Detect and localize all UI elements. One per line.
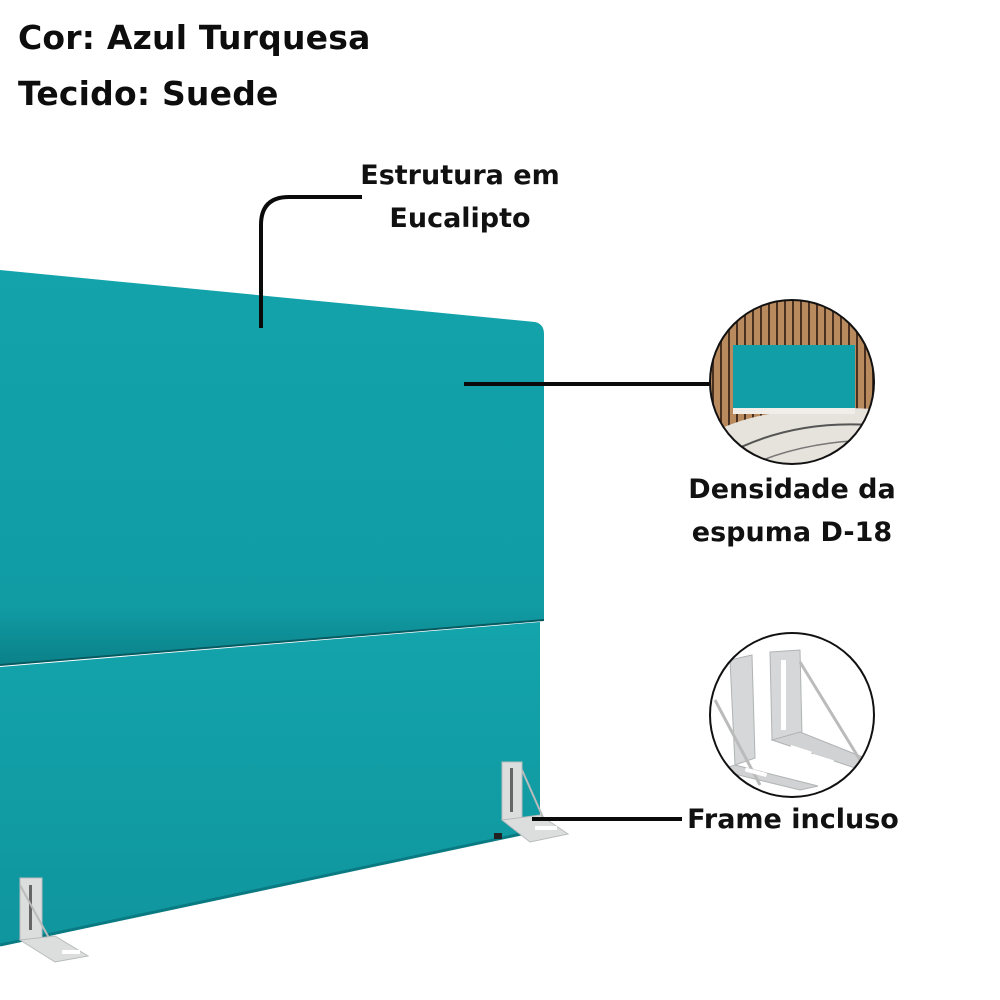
headboard-foot — [494, 833, 502, 839]
structure-line1: Estrutura em — [360, 160, 560, 191]
structure-line2: Eucalipto — [389, 203, 531, 234]
foam-detail-thumbnail — [709, 299, 875, 465]
headboard-top-panel — [0, 270, 544, 665]
fabric-title: Tecido: Suede — [18, 74, 279, 113]
frame-detail-thumbnail — [709, 632, 875, 798]
headboard-bottom-panel — [0, 622, 541, 947]
frame-callout: Frame incluso — [687, 804, 899, 835]
foam-line2: espuma D-18 — [691, 517, 893, 548]
bracket-right-icon — [500, 761, 570, 843]
panel-seam — [0, 619, 545, 666]
structure-callout: Estrutura em Eucalipto — [330, 154, 590, 240]
color-title: Cor: Azul Turquesa — [18, 18, 371, 57]
structure-leader-line — [259, 195, 362, 328]
bracket-left-icon — [18, 877, 90, 963]
foam-callout: Densidade da espuma D-18 — [662, 468, 922, 554]
foam-line1: Densidade da — [688, 474, 896, 505]
